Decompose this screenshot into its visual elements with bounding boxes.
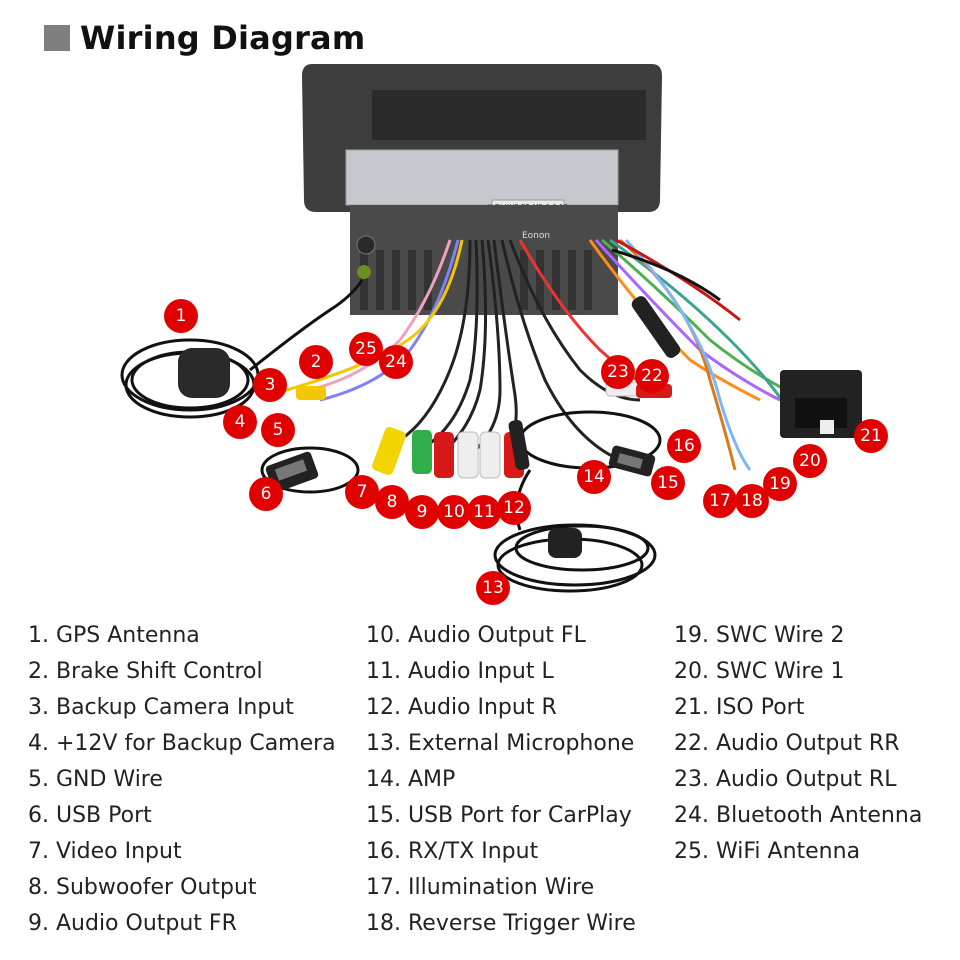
legend-item: 5. GND Wire bbox=[28, 767, 163, 792]
heat-fins bbox=[360, 250, 592, 310]
legend-item: 23. Audio Output RL bbox=[674, 767, 897, 792]
badge-12: 12 bbox=[497, 491, 531, 525]
badge-15: 15 bbox=[651, 466, 685, 500]
legend-item: 8. Subwoofer Output bbox=[28, 875, 257, 900]
legend-item: 7. Video Input bbox=[28, 839, 182, 864]
page-title: Wiring Diagram bbox=[80, 19, 366, 57]
badge-21: 21 bbox=[854, 419, 888, 453]
badge-25: 25 bbox=[349, 332, 383, 366]
badge-24: 24 bbox=[379, 345, 413, 379]
legend-item: 18. Reverse Trigger Wire bbox=[366, 911, 636, 936]
badge-20: 20 bbox=[793, 444, 827, 478]
iso-connector bbox=[780, 370, 862, 438]
legend-item: 3. Backup Camera Input bbox=[28, 695, 294, 720]
legend-item: 20. SWC Wire 1 bbox=[674, 659, 845, 684]
badge-10: 10 bbox=[437, 495, 471, 529]
amp-plug bbox=[508, 419, 530, 471]
badge-17: 17 bbox=[703, 484, 737, 518]
legend-item: 19. SWC Wire 2 bbox=[674, 623, 845, 648]
badge-3: 3 bbox=[253, 368, 287, 402]
badge-9: 9 bbox=[405, 495, 439, 529]
legend-item: 6. USB Port bbox=[28, 803, 152, 828]
legend-item: 9. Audio Output FR bbox=[28, 911, 237, 936]
badge-11: 11 bbox=[467, 495, 501, 529]
legend-item: 14. AMP bbox=[366, 767, 456, 792]
legend-column-3: 19. SWC Wire 2 20. SWC Wire 1 21. ISO Po… bbox=[674, 618, 922, 870]
badge-2: 2 bbox=[299, 345, 333, 379]
legend-item: 1. GPS Antenna bbox=[28, 623, 200, 648]
legend: 1. GPS Antenna 2. Brake Shift Control 3.… bbox=[0, 618, 960, 938]
title-square-icon bbox=[44, 25, 70, 51]
legend-item: 22. Audio Output RR bbox=[674, 731, 900, 756]
legend-item: 12. Audio Input R bbox=[366, 695, 557, 720]
legend-item: 21. ISO Port bbox=[674, 695, 805, 720]
legend-item: 16. RX/TX Input bbox=[366, 839, 539, 864]
legend-column-1: 1. GPS Antenna 2. Brake Shift Control 3.… bbox=[28, 618, 336, 942]
metal-chassis bbox=[345, 149, 619, 206]
badge-13: 13 bbox=[476, 571, 510, 605]
badge-14: 14 bbox=[577, 460, 611, 494]
legend-item: 24. Bluetooth Antenna bbox=[674, 803, 923, 828]
antenna-jack bbox=[356, 235, 376, 255]
badge-19: 19 bbox=[763, 467, 797, 501]
wiring-illustration: X-DI-XHF-PB-M5-1.0-13 Eonon bbox=[120, 64, 862, 593]
legend-item: 17. Illumination Wire bbox=[366, 875, 595, 900]
badge-1: 1 bbox=[164, 299, 198, 333]
badge-5: 5 bbox=[261, 413, 295, 447]
badge-22: 22 bbox=[635, 359, 669, 393]
badge-23: 23 bbox=[601, 355, 635, 389]
badge-4: 4 bbox=[223, 405, 257, 439]
badge-7: 7 bbox=[345, 475, 379, 509]
unit-back-panel bbox=[372, 90, 646, 140]
wiring-diagram: X-DI-XHF-PB-M5-1.0-13 Eonon bbox=[120, 64, 888, 605]
legend-item: 25. WiFi Antenna bbox=[674, 839, 861, 864]
inline-fuse bbox=[631, 296, 681, 358]
legend-item: 10. Audio Output FL bbox=[366, 623, 586, 648]
legend-item: 2. Brake Shift Control bbox=[28, 659, 263, 684]
brand-text: Eonon bbox=[522, 231, 550, 241]
legend-item: 13. External Microphone bbox=[366, 731, 635, 756]
legend-item: 15. USB Port for CarPlay bbox=[366, 803, 632, 828]
title-bar: Wiring Diagram bbox=[44, 18, 365, 58]
legend-item: 4. +12V for Backup Camera bbox=[28, 731, 336, 756]
badge-6: 6 bbox=[249, 477, 283, 511]
external-microphone bbox=[493, 469, 657, 593]
legend-item: 11. Audio Input L bbox=[366, 659, 554, 684]
badge-16: 16 bbox=[667, 429, 701, 463]
badge-8: 8 bbox=[375, 485, 409, 519]
gps-connector bbox=[357, 265, 371, 279]
legend-column-2: 10. Audio Output FL 11. Audio Input L 12… bbox=[366, 618, 636, 942]
